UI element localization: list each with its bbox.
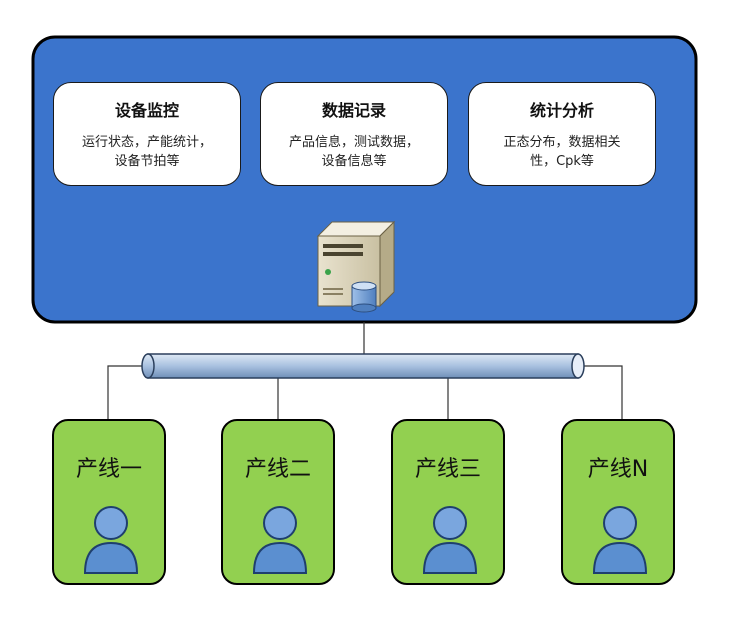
production-line-label: 产线二 bbox=[244, 457, 311, 482]
module-title: 统计分析 bbox=[529, 101, 594, 120]
production-line-3: 产线三 bbox=[391, 419, 505, 585]
production-line-1: 产线一 bbox=[52, 419, 166, 585]
production-line-label: 产线N bbox=[587, 457, 649, 482]
production-line-label: 产线一 bbox=[75, 457, 142, 482]
module-card-device-monitoring: 设备监控 运行状态，产能统计， 设备节拍等 bbox=[53, 82, 241, 186]
user-icon bbox=[592, 506, 648, 574]
module-card-statistical-analysis: 统计分析 正态分布，数据相关 性，Cpk等 bbox=[468, 82, 656, 186]
module-card-data-recording: 数据记录 产品信息，测试数据， 设备信息等 bbox=[260, 82, 448, 186]
network-bus-pipe bbox=[141, 353, 585, 379]
module-description: 产品信息，测试数据， 设备信息等 bbox=[288, 135, 419, 169]
module-description: 运行状态，产能统计， 设备节拍等 bbox=[81, 135, 212, 169]
module-title: 设备监控 bbox=[114, 101, 179, 120]
server-database-icon bbox=[316, 220, 396, 313]
production-line-n: 产线N bbox=[561, 419, 675, 585]
module-description: 正态分布，数据相关 性，Cpk等 bbox=[503, 135, 621, 169]
production-line-label: 产线三 bbox=[414, 457, 481, 482]
production-line-2: 产线二 bbox=[221, 419, 335, 585]
module-title: 数据记录 bbox=[321, 101, 386, 120]
user-icon bbox=[252, 506, 308, 574]
user-icon bbox=[422, 506, 478, 574]
branch-lines bbox=[107, 365, 623, 420]
user-icon bbox=[83, 506, 139, 574]
